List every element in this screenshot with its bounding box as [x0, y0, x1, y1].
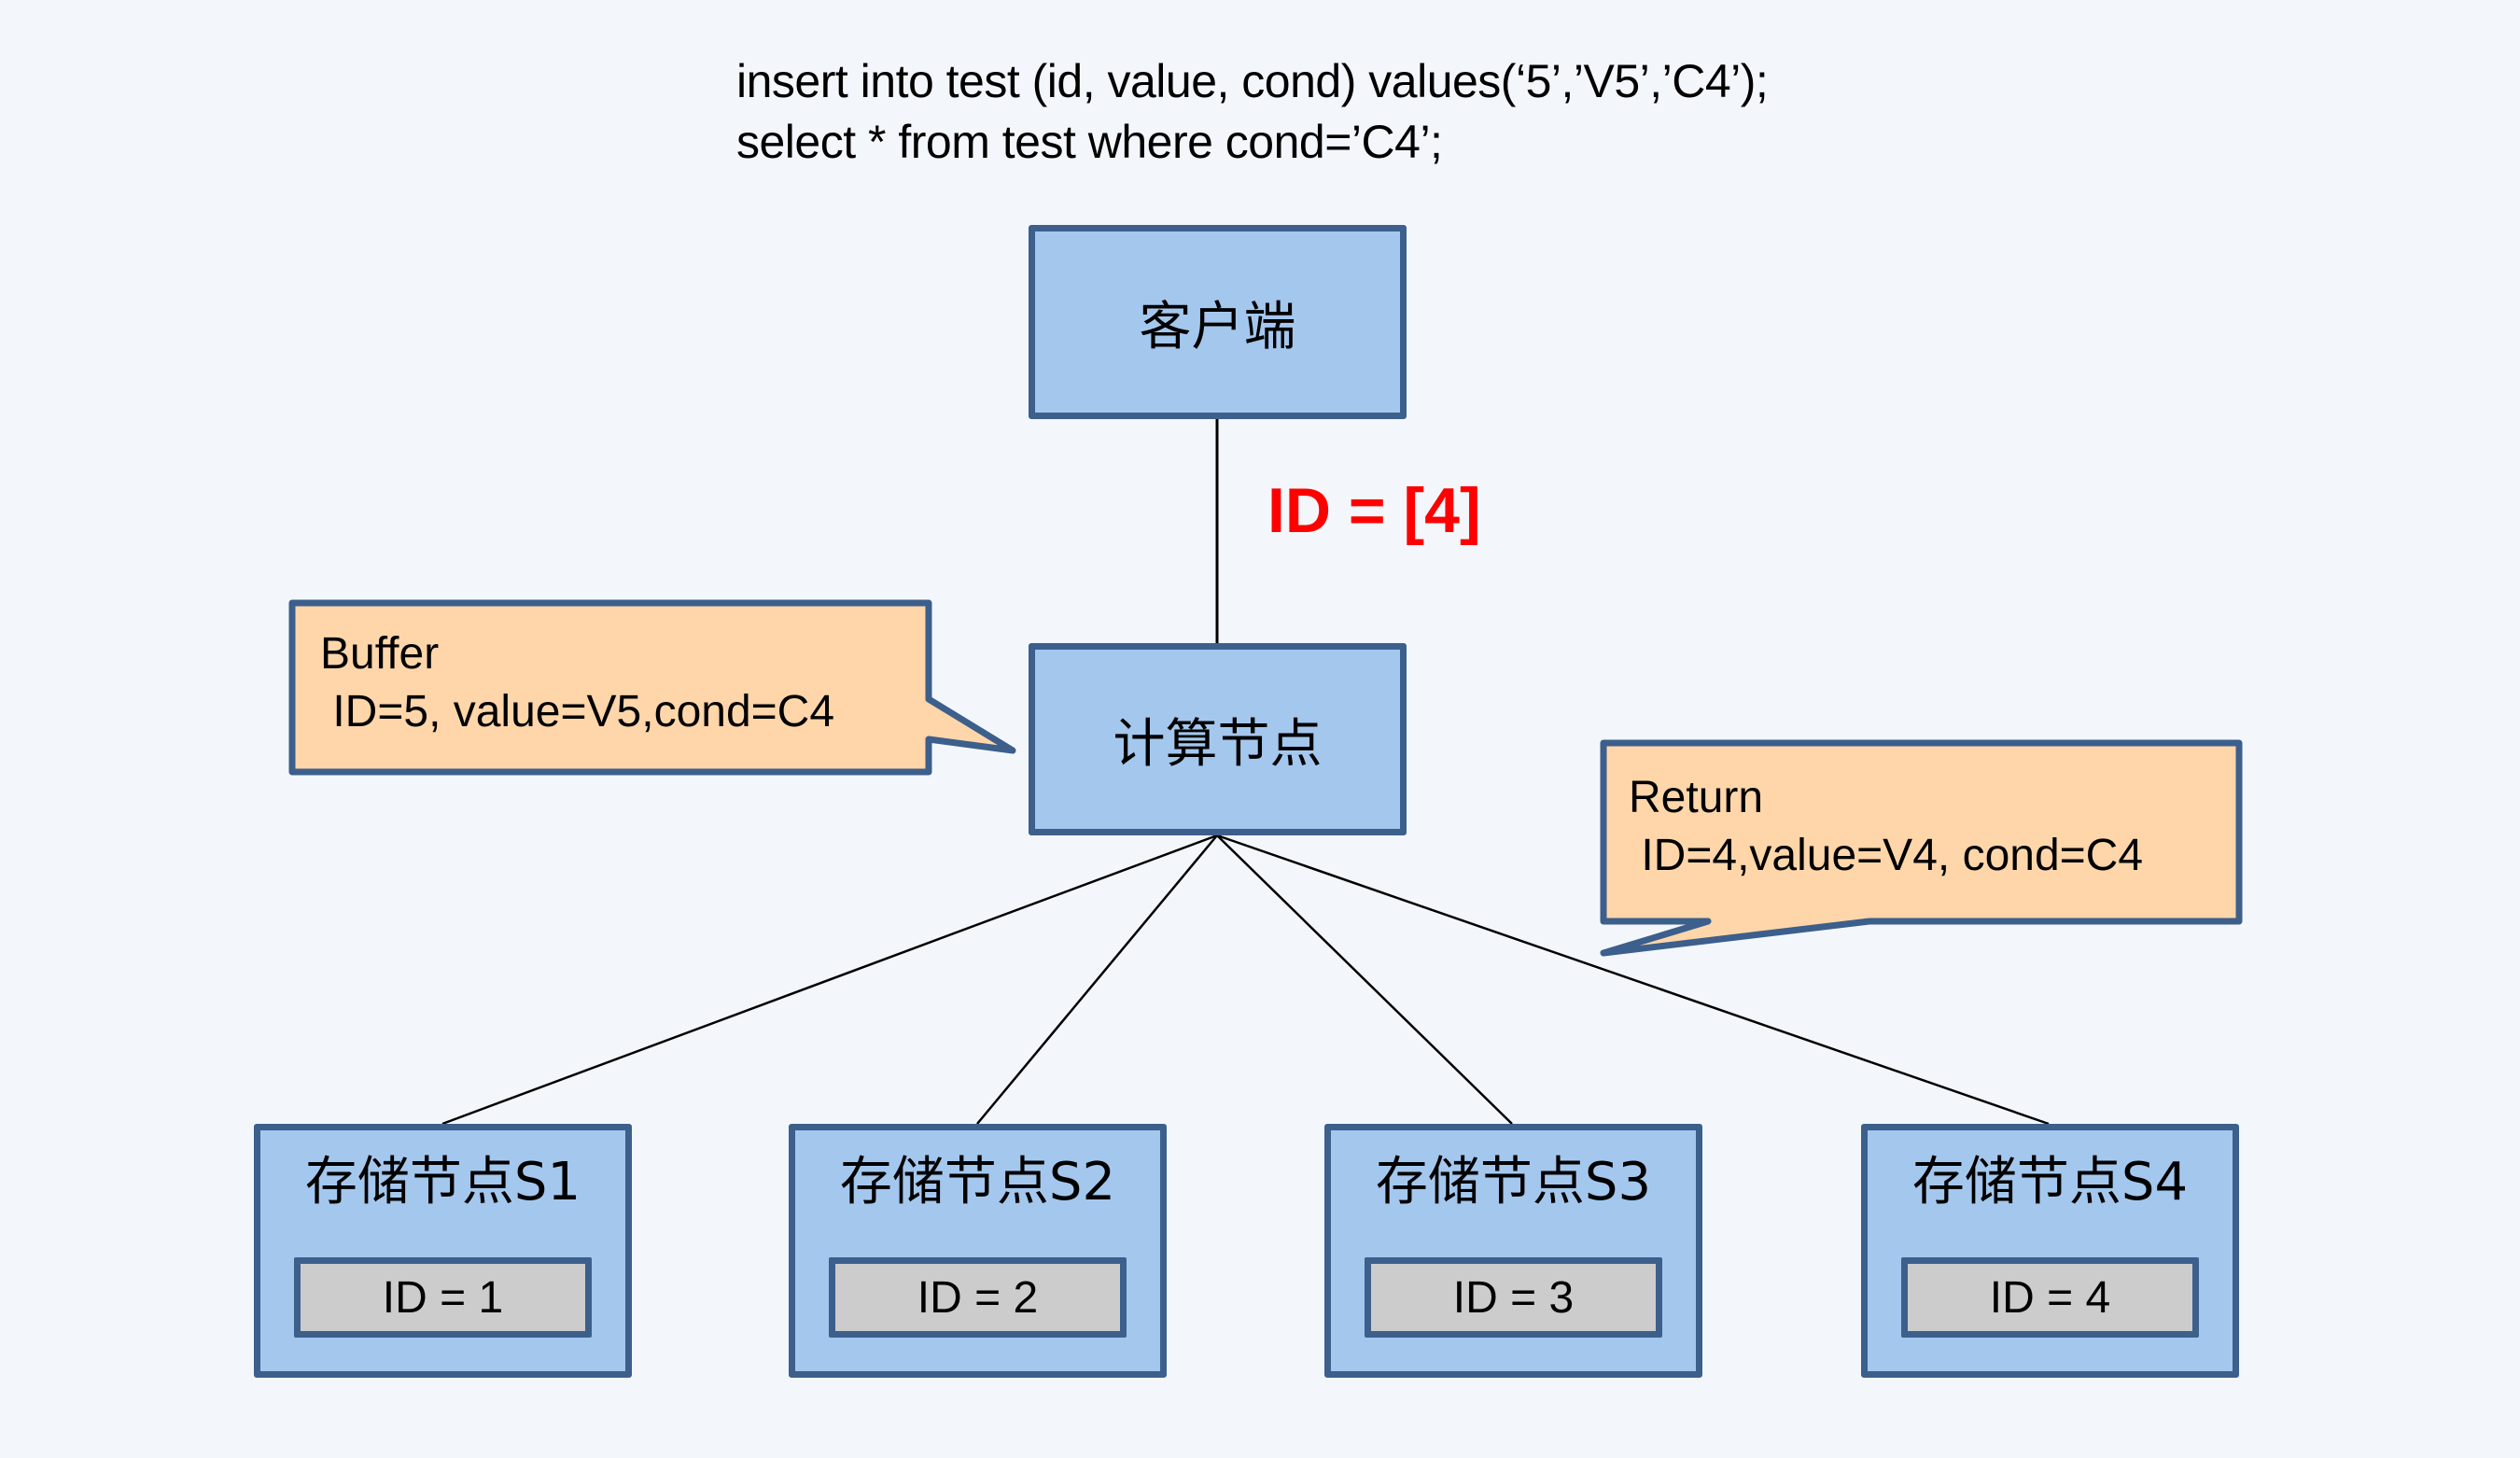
buffer-callout-body: ID=5, value=V5,cond=C4 [320, 687, 835, 736]
storage-id-box: ID = 3 [1365, 1257, 1662, 1338]
storage-node-label: 存储节点S1 [304, 1152, 581, 1213]
client-node[interactable]: 客户端 [1029, 225, 1407, 419]
sql-insert-statement: insert into test (id, value, cond) value… [736, 55, 1769, 107]
buffer-callout-shape [288, 599, 1016, 776]
return-callout: Return ID=4,value=V4, cond=C4 [1629, 769, 2143, 885]
storage-id-label: ID = 1 [382, 1272, 504, 1323]
storage-node-label: 存储节点S4 [1911, 1152, 2189, 1213]
return-callout-shape [1600, 739, 2243, 957]
storage-node-s1[interactable]: 存储节点S1 ID = 1 [254, 1124, 632, 1378]
storage-node-label: 存储节点S2 [839, 1152, 1116, 1213]
client-node-label: 客户端 [1139, 296, 1296, 357]
compute-s1-connector [441, 834, 1218, 1126]
buffer-callout: Buffer ID=5, value=V5,cond=C4 [320, 625, 834, 741]
storage-node-s3[interactable]: 存储节点S3 ID = 3 [1324, 1124, 1702, 1378]
storage-id-label: ID = 4 [1989, 1272, 2111, 1323]
storage-node-s2[interactable]: 存储节点S2 ID = 2 [789, 1124, 1167, 1378]
compute-node[interactable]: 计算节点 [1029, 643, 1407, 835]
compute-node-label: 计算节点 [1113, 713, 1323, 775]
storage-id-box: ID = 1 [294, 1257, 592, 1338]
storage-node-s4[interactable]: 存储节点S4 ID = 4 [1861, 1124, 2239, 1378]
storage-id-label: ID = 3 [1452, 1272, 1575, 1323]
storage-id-box: ID = 2 [829, 1257, 1127, 1338]
return-callout-body: ID=4,value=V4, cond=C4 [1629, 831, 2144, 880]
sql-select-statement: select * from test where cond=’C4’; [736, 116, 1443, 168]
storage-id-box: ID = 4 [1901, 1257, 2199, 1338]
compute-s3-connector [1216, 834, 1513, 1125]
storage-node-label: 存储节点S3 [1375, 1152, 1652, 1213]
compute-s4-connector [1216, 834, 2050, 1126]
buffer-callout-title: Buffer [320, 629, 440, 679]
route-id-label: ID = [4] [1267, 475, 1481, 546]
return-callout-title: Return [1629, 773, 1764, 822]
storage-id-label: ID = 2 [917, 1272, 1039, 1323]
compute-s2-connector [976, 834, 1218, 1125]
